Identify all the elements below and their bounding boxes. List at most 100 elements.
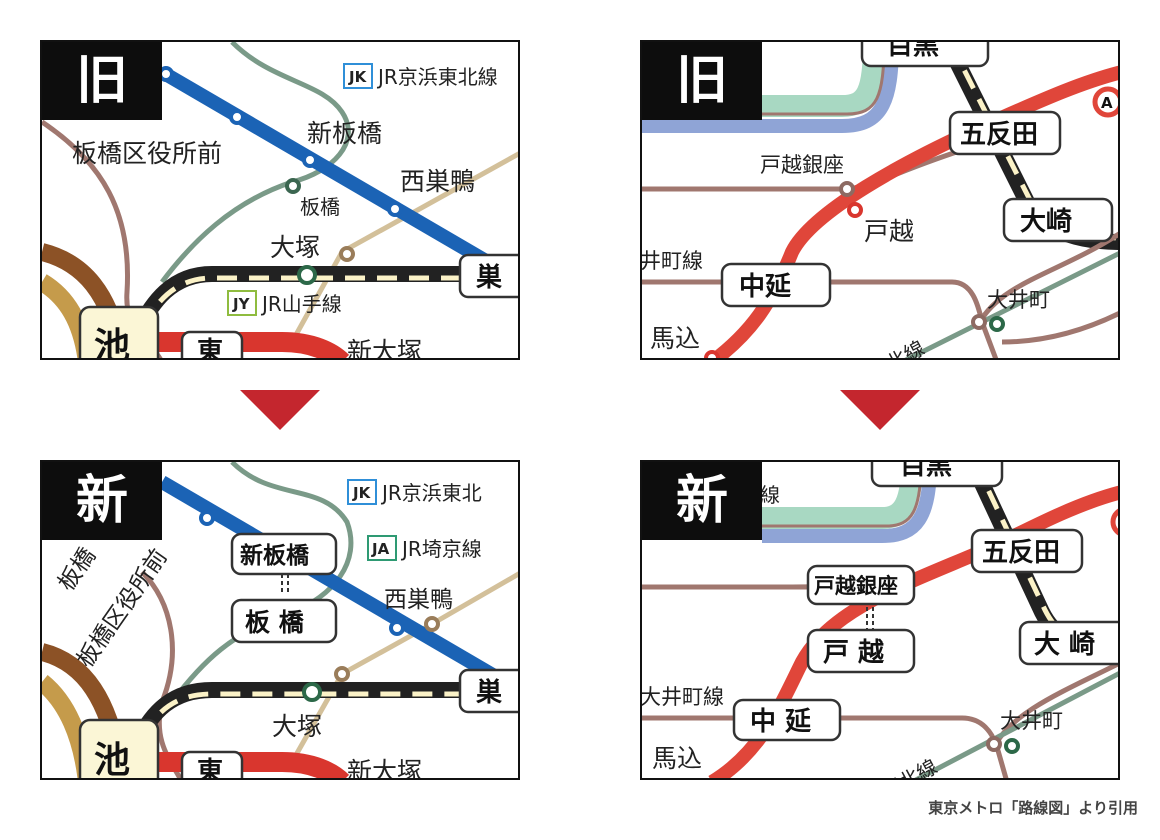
label-magome: 馬込: [652, 744, 702, 773]
label-oimachi: 大井町: [1000, 709, 1063, 733]
panel-old-togoshi: 旧 A 目黒 五反田 大崎 中延 戸越銀座 戸越: [640, 40, 1120, 360]
label-otsuka: 大塚: [272, 712, 322, 741]
box-ike: [78, 718, 160, 778]
station-dot: [302, 152, 318, 168]
panel-old-itabashi: 旧 JK JR京浜東北線 板橋区役所前 新板橋 西巣鴨 板橋 大塚: [40, 40, 520, 360]
box-shin-itabashi: [230, 532, 338, 576]
line-tokyu-bottom: [1001, 311, 1118, 345]
jy-badge: [227, 290, 257, 316]
box-nakanobu: [720, 262, 832, 308]
box-nakanobu: [732, 698, 842, 742]
label-nakanobu: 中延: [739, 272, 792, 302]
station-dot: [339, 246, 355, 262]
line-saikyo: [160, 42, 351, 284]
line-keihin: [914, 671, 1118, 778]
label-ike: 池: [94, 740, 130, 780]
station-dot: [302, 682, 322, 702]
box-sugamo: [458, 253, 518, 299]
station-dot: [971, 314, 987, 330]
label-keihin-tohoku: 東北線: [877, 754, 941, 780]
line-marunouchi: [132, 332, 350, 358]
asakusa-badge-circle: [1092, 86, 1118, 118]
jy-name: JR山手線: [260, 292, 342, 316]
label-itabashi-cut: 板橋: [53, 543, 101, 596]
label-sugamo: 巣: [476, 677, 502, 708]
line-keihin: [904, 251, 1118, 358]
jk-badge: [343, 63, 373, 89]
map-old-itabashi: JK JR京浜東北線 板橋区役所前 新板橋 西巣鴨 板橋 大塚 JY JR山手線…: [42, 42, 518, 360]
line-mita: [158, 65, 518, 288]
panel-new-togoshi: 新 戸越銀座 戸 越 目黒 五反田 大 崎 中 延 線 大井町線 大井町: [640, 460, 1120, 780]
label-itabashi: 板橋: [300, 195, 340, 219]
line-asakusa: [707, 65, 1118, 358]
ja-name: JR埼京線: [400, 537, 482, 561]
label-shin-otsuka: 新大塚: [347, 337, 422, 360]
line-saikyo: [170, 462, 354, 704]
label-oimachi-line: 大井町線: [642, 685, 724, 709]
box-osaki: [1002, 197, 1114, 243]
line-oimachi-2: [977, 231, 1118, 324]
station-dot: [986, 736, 1002, 752]
label-nishi-sugamo: 西巣鴨: [384, 587, 453, 613]
label-shin-itabashi: 新板橋: [307, 119, 382, 148]
era-label-old: 旧: [642, 42, 762, 120]
station-dot: [839, 181, 855, 197]
label-itabashi: 板 橋: [245, 608, 305, 637]
label-sen: 線: [760, 483, 780, 507]
era-label-new: 新: [42, 462, 162, 540]
label-meguro: 目黒: [900, 462, 952, 481]
station-dot: [389, 620, 405, 636]
panel-new-itabashi: 新 JK JR京浜東北 JA JR埼京線 板橋 板橋区役所前 西巣鴨 大塚 新大…: [40, 460, 520, 780]
line-namboku: [762, 42, 885, 117]
label-nakanobu: 中 延: [750, 707, 812, 737]
label-meguro: 目黒: [887, 42, 939, 61]
label-nishi-sugamo: 西巣鴨: [400, 167, 475, 196]
box-togoshi: [806, 628, 916, 674]
era-label-new: 新: [642, 462, 762, 540]
station-dot: [334, 666, 350, 682]
label-otsuka: 大塚: [270, 233, 320, 262]
station-dot: [1004, 738, 1020, 754]
jk-name: JR京浜東北: [380, 481, 482, 505]
ja-code: JA: [371, 540, 390, 558]
label-higashi: 東: [197, 337, 223, 360]
source-credit: 東京メトロ「路線図」より引用: [928, 799, 1138, 817]
label-gotanda: 五反田: [982, 538, 1060, 568]
jy-code: JY: [232, 295, 251, 313]
label-osaki: 大崎: [1020, 207, 1072, 237]
arrow-down-left: [240, 390, 320, 430]
label-togoshi: 戸 越: [823, 638, 885, 668]
label-higashi: 東: [197, 757, 223, 780]
station-dot: [199, 510, 215, 526]
box-osaki: [1018, 620, 1118, 666]
box-higashi: [180, 330, 244, 358]
station-dot: [847, 202, 863, 218]
label-keihin-tohoku: 東北線: [864, 336, 928, 360]
jk-code: JK: [348, 68, 368, 86]
station-dot: [387, 201, 403, 217]
station-dot: [229, 109, 245, 125]
box-togoshi-ginza: [806, 564, 916, 606]
jk-badge: [347, 479, 377, 505]
box-ike: [78, 305, 160, 358]
box-higashi: [180, 750, 244, 778]
label-oimachi-line: 井町線: [642, 249, 703, 273]
box-itabashi: [230, 598, 338, 644]
map-new-itabashi: JK JR京浜東北 JA JR埼京線 板橋 板橋区役所前 西巣鴨 大塚 新大塚 …: [42, 462, 518, 780]
station-dot: [297, 265, 317, 285]
label-ike: 池: [94, 326, 130, 360]
line-arakawa: [289, 571, 518, 764]
station-dot: [989, 316, 1005, 332]
label-shin-otsuka: 新大塚: [347, 757, 422, 780]
map-new-togoshi: 戸越銀座 戸 越 目黒 五反田 大 崎 中 延 線 大井町線 大井町 馬込 東北…: [642, 462, 1118, 780]
asakusa-badge-circle: [1110, 508, 1118, 536]
label-itabashi-kuyakusho: 板橋区役所前: [72, 139, 222, 168]
station-dot: [285, 178, 301, 194]
ja-badge: [367, 535, 397, 561]
box-gotanda: [948, 110, 1062, 156]
asakusa-badge-letter: A: [1101, 94, 1113, 112]
map-old-togoshi: A 目黒 五反田 大崎 中延 戸越銀座 戸越 井町線 大井町 馬込 東北線: [642, 42, 1118, 360]
box-meguro: [870, 462, 1004, 488]
label-togoshi-ginza: 戸越銀座: [814, 574, 898, 598]
label-osaki: 大 崎: [1034, 630, 1095, 660]
